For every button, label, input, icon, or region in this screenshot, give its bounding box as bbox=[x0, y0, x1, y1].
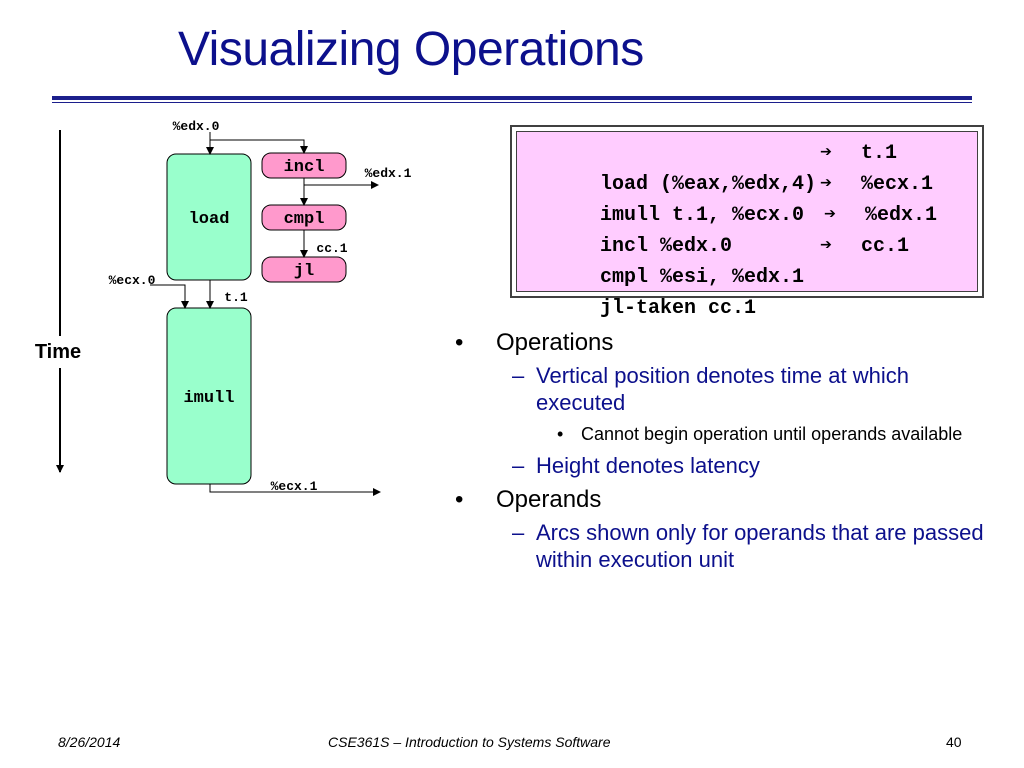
incl-op-label: incl bbox=[284, 158, 325, 177]
bullet-list: • Operations – Vertical position denotes… bbox=[450, 328, 990, 579]
code-dst: cc.1 bbox=[861, 235, 910, 258]
dash-marker: – bbox=[512, 363, 525, 388]
sub-bullet-arcs: – Arcs shown only for operands that are … bbox=[512, 520, 984, 572]
bullet-marker: • bbox=[455, 329, 464, 356]
code-listing-inner: load (%eax,%edx,4)➔t.1 imull t.1, %ecx.0… bbox=[516, 131, 978, 320]
dash-marker: – bbox=[512, 453, 525, 478]
code-line: cmpl %esi, %edx.1 ➔ cc.1 bbox=[528, 231, 977, 289]
code-line: incl %edx.0 ➔ %edx.1 bbox=[528, 200, 977, 258]
imull-unit-label: imull bbox=[183, 389, 234, 408]
ecx1-out-arc bbox=[209, 484, 381, 496]
right-arrow-icon: ➔ bbox=[820, 173, 833, 196]
time-label: Time bbox=[35, 341, 81, 363]
code-src: imull t.1, %ecx.0 bbox=[600, 204, 805, 227]
right-arrow-icon: ➔ bbox=[820, 235, 833, 258]
right-arrow-icon: ➔ bbox=[820, 142, 833, 165]
footer-page-number: 40 bbox=[946, 734, 962, 750]
load-unit-label: load bbox=[189, 210, 230, 229]
code-dst: %edx.1 bbox=[865, 204, 938, 227]
ecx1-label: %ecx.1 bbox=[271, 479, 318, 494]
bullet-operands: • Operands bbox=[455, 486, 602, 513]
code-src: load (%eax,%edx,4) bbox=[600, 173, 817, 196]
cc1-label: cc.1 bbox=[316, 241, 347, 256]
code-listing-box: load (%eax,%edx,4)➔t.1 imull t.1, %ecx.0… bbox=[510, 125, 984, 320]
slide-title: Visualizing Operations bbox=[178, 23, 644, 76]
footer-course: CSE361S – Introduction to Systems Softwa… bbox=[328, 734, 611, 750]
edx1-label: %edx.1 bbox=[365, 166, 412, 181]
code-dst: %ecx.1 bbox=[861, 173, 934, 196]
ecx0-to-imull-arc bbox=[150, 284, 189, 309]
code-dst: t.1 bbox=[861, 142, 898, 165]
ecx0-label: %ecx.0 bbox=[109, 273, 156, 288]
code-src: cmpl %esi, %edx.1 bbox=[600, 266, 805, 289]
sub-bullet-vertical: – Vertical position denotes time at whic… bbox=[512, 363, 909, 415]
t1-label: t.1 bbox=[224, 290, 248, 305]
bullet-marker: • bbox=[455, 486, 464, 513]
right-arrow-icon: ➔ bbox=[824, 204, 837, 227]
jl-op-label: jl bbox=[294, 262, 314, 281]
code-line: load (%eax,%edx,4)➔ t.1 bbox=[528, 138, 977, 196]
cmpl-op-label: cmpl bbox=[284, 210, 325, 229]
bullet-marker: • bbox=[557, 424, 564, 444]
sub-bullet-height: – Height denotes latency bbox=[512, 453, 760, 478]
edx0-label: %edx.0 bbox=[173, 119, 220, 134]
footer-date: 8/26/2014 bbox=[58, 734, 121, 750]
code-src: jl-taken cc.1 bbox=[600, 297, 757, 320]
title-divider-thin bbox=[52, 102, 972, 103]
execution-timeline-diagram: Time load imull incl cmpl jl %edx.0 %edx… bbox=[35, 119, 412, 496]
code-line: jl-taken cc.1 bbox=[528, 262, 977, 320]
bullet-operations: • Operations bbox=[455, 329, 614, 356]
sub-sub-bullet-cannot-begin: • Cannot begin operation until operands … bbox=[557, 424, 963, 444]
edx0-to-incl-arc bbox=[210, 139, 308, 154]
code-line: imull t.1, %ecx.0 ➔ %ecx.1 bbox=[528, 169, 977, 227]
title-divider-thick bbox=[52, 96, 972, 100]
dash-marker: – bbox=[512, 520, 525, 545]
code-src: incl %edx.0 bbox=[600, 235, 733, 258]
